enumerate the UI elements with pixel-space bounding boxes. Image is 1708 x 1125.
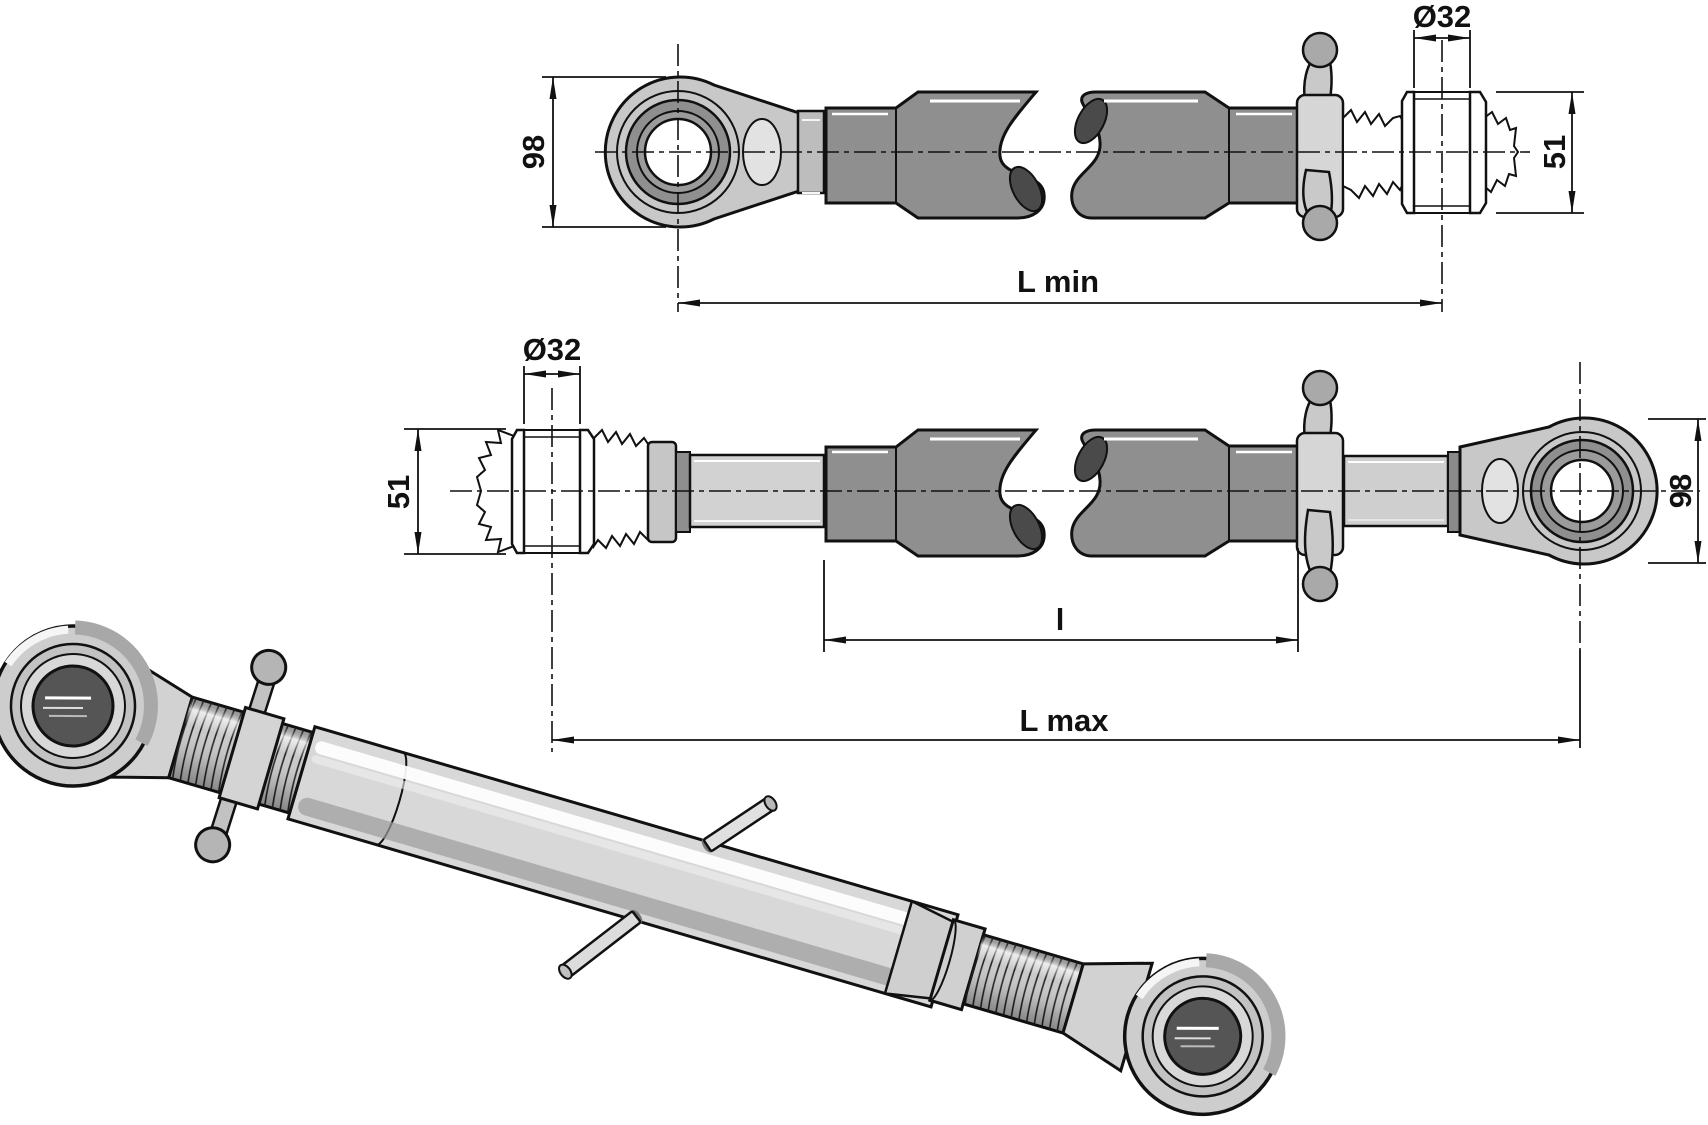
handle-knob-top-lmax <box>1301 369 1339 407</box>
tube-segment-right-lmax <box>1070 428 1300 558</box>
tube-segment-left <box>824 90 1046 220</box>
threaded-rod-left <box>646 440 826 544</box>
handle-knob-bottom <box>1301 204 1339 242</box>
handle-knob-bottom-3d <box>194 826 232 864</box>
dim-label-ball-width-lmin: 51 <box>1537 135 1572 169</box>
bore-highlight-left-3d <box>42 696 92 718</box>
dimension-eye-height-lmax: 98 <box>1648 418 1706 564</box>
dimension-eye-height-lmin: 98 <box>516 76 666 228</box>
dim-label-eye-height-lmax: 98 <box>1663 474 1698 508</box>
threaded-section-right-3d <box>961 932 1086 1035</box>
dimension-bore-dia-lmin: Ø32 <box>1413 0 1472 88</box>
dimension-length-lmin: L min <box>678 264 1442 307</box>
handle-knob-top-3d <box>250 648 288 686</box>
dim-label-bore-dia-lmin: Ø32 <box>1413 0 1472 34</box>
dim-label-length-lmin: L min <box>1017 264 1099 299</box>
ball-eye-right-3d <box>1122 953 1286 1117</box>
dimension-length-lmax: L max <box>552 703 1580 744</box>
view-lmax: Ø32 51 98 l L max <box>381 332 1706 752</box>
locking-handle <box>1295 31 1345 242</box>
dim-label-ball-width-lmax: 51 <box>381 475 416 509</box>
dimension-ball-width-lmin: 51 <box>1496 91 1584 214</box>
dim-label-length-lmax: L max <box>1019 703 1109 738</box>
dimension-ball-width-lmax: 51 <box>381 428 506 555</box>
tube-segment-left-lmax <box>824 428 1046 558</box>
dimension-tube-length: l <box>823 548 1299 652</box>
handle-knob-bottom-lmax <box>1301 565 1339 603</box>
dimension-bore-dia-lmax: Ø32 <box>523 332 582 424</box>
locking-handle-lmax <box>1295 369 1345 603</box>
threaded-rod-right <box>1342 451 1461 533</box>
ball-eye-left-3d <box>0 620 158 788</box>
dim-label-tube-length: l <box>1056 602 1065 637</box>
bore-highlight-right-3d <box>1174 1026 1219 1048</box>
handle-knob-top <box>1301 31 1339 69</box>
handle-collar-3d <box>217 705 286 811</box>
pin-upper-3d <box>701 795 778 853</box>
tube-segment-right <box>1070 90 1300 220</box>
dim-label-bore-dia-lmax: Ø32 <box>523 332 582 367</box>
render-3d <box>0 620 1286 1117</box>
tube-3d <box>286 724 960 1009</box>
dim-label-eye-height-lmin: 98 <box>516 135 551 169</box>
pin-lower-3d <box>558 909 643 980</box>
view-lmin: 98 Ø32 51 L min <box>516 0 1584 312</box>
